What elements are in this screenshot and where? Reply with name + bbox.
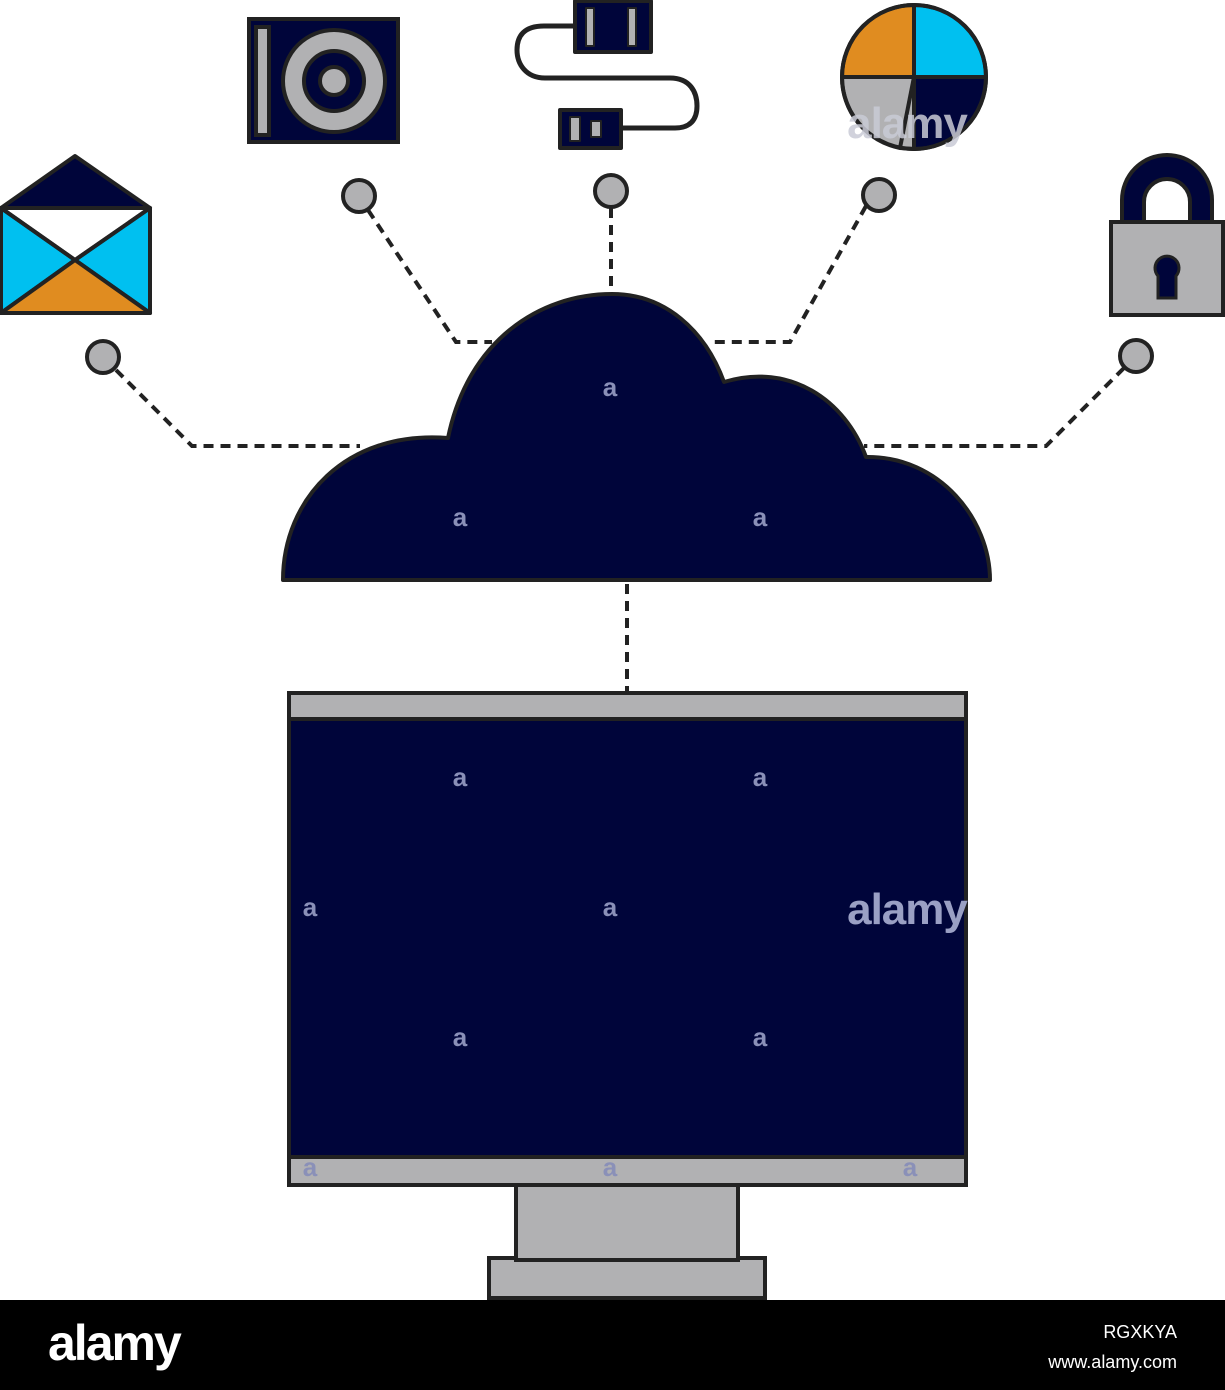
watermark-brand: alamy (847, 885, 968, 934)
watermark-brand: alamy (847, 99, 968, 148)
connector-nodes (85, 173, 1154, 375)
monitor-stand-neck (514, 1182, 740, 1262)
footer-bar: alamy RGXKYA www.alamy.com (0, 1300, 1225, 1390)
node-pie-chart (861, 177, 897, 213)
node-usb (593, 173, 629, 209)
watermark-mark: a (453, 1022, 468, 1052)
connector-padlock (864, 366, 1126, 448)
footer-url: www.alamy.com (1048, 1352, 1177, 1372)
cloud-network-illustration: a a a a a a a a a a a a alamy alamy (0, 0, 1225, 1300)
padlock-icon (1109, 153, 1225, 317)
pie-chart-icon (839, 3, 988, 151)
watermark-mark: a (753, 1022, 768, 1052)
node-envelope (85, 339, 121, 375)
watermark-mark: a (303, 892, 318, 922)
watermark: a a a a a a a a a a a a alamy alamy (303, 99, 970, 1182)
footer-logo: alamy (48, 1315, 182, 1371)
node-cd-drive (341, 178, 377, 214)
connector-cd-drive (366, 208, 492, 344)
watermark-mark: a (903, 1152, 918, 1182)
monitor-icon (287, 691, 968, 1300)
cloud-icon (281, 292, 992, 582)
watermark-mark: a (603, 372, 618, 402)
connector-envelope (114, 368, 360, 448)
cd-drive-icon (247, 17, 400, 144)
envelope-icon (0, 154, 152, 315)
connector-pie-chart (708, 205, 868, 344)
watermark-mark: a (303, 1152, 318, 1182)
monitor-screen (287, 717, 968, 1159)
monitor-stand-base (487, 1256, 767, 1300)
watermark-mark: a (603, 1152, 618, 1182)
watermark-mark: a (753, 502, 768, 532)
usb-cable-icon (514, 0, 700, 150)
watermark-mark: a (453, 502, 468, 532)
watermark-mark: a (603, 892, 618, 922)
connector-lines (114, 205, 1126, 692)
node-padlock (1118, 338, 1154, 374)
watermark-mark: a (753, 762, 768, 792)
footer-image-id: RGXKYA (1103, 1322, 1177, 1342)
watermark-mark: a (453, 762, 468, 792)
